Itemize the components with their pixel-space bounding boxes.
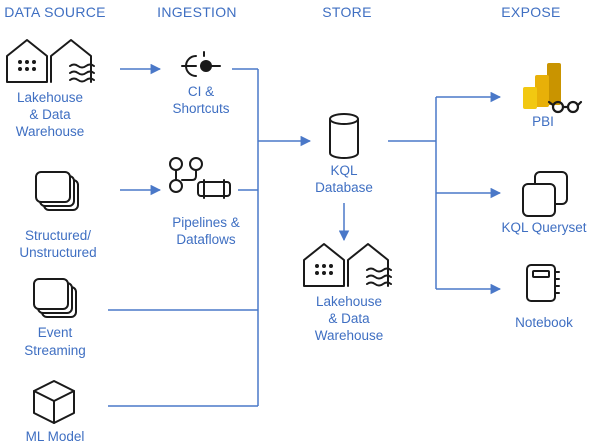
lakehouse-source-label: Lakehouse & Data Warehouse: [16, 90, 85, 139]
kql-queryset-label: KQL Queryset: [501, 220, 586, 235]
stacked-files-icon: [35, 171, 79, 211]
power-bi-icon: [523, 63, 583, 114]
svg-text:Warehouse: Warehouse: [315, 328, 384, 343]
pipelines-dataflows-label: Pipelines & Dataflows: [172, 215, 240, 247]
svg-text:Lakehouse: Lakehouse: [316, 294, 382, 309]
lakehouse-store-label: Lakehouse & Data Warehouse: [315, 294, 384, 343]
svg-text:Pipelines &: Pipelines &: [172, 215, 240, 230]
header-data-source: DATA SOURCE: [4, 4, 106, 20]
pbi-label: PBI: [532, 114, 554, 129]
svg-text:Structured/: Structured/: [25, 228, 91, 243]
structured-source-label: Structured/ Unstructured: [19, 228, 96, 260]
ci-shortcuts-label: CI & Shortcuts: [172, 84, 229, 116]
connectors: [108, 63, 502, 407]
header-ingestion: INGESTION: [157, 4, 237, 20]
svg-text:Event: Event: [38, 325, 73, 340]
svg-text:CI &: CI &: [188, 84, 214, 99]
svg-text:& Data: & Data: [29, 107, 71, 122]
header-expose: EXPOSE: [501, 4, 560, 20]
svg-text:& Data: & Data: [328, 311, 370, 326]
shortcut-plug-icon: [181, 51, 221, 77]
svg-text:Streaming: Streaming: [24, 343, 86, 358]
event-source-label: Event Streaming: [24, 325, 86, 358]
svg-text:Warehouse: Warehouse: [16, 124, 85, 139]
database-cylinder-icon: [329, 113, 359, 159]
kql-queryset-icon: [522, 171, 568, 217]
lakehouse-warehouse-store-icon: [303, 243, 392, 287]
svg-text:Dataflows: Dataflows: [176, 232, 236, 247]
cube-icon: [33, 380, 75, 424]
event-stream-icon: [33, 278, 77, 318]
svg-text:Database: Database: [315, 180, 373, 195]
svg-text:KQL: KQL: [330, 163, 358, 178]
svg-text:Lakehouse: Lakehouse: [17, 90, 83, 105]
kql-database-label: KQL Database: [315, 163, 373, 195]
svg-text:Shortcuts: Shortcuts: [172, 101, 229, 116]
pipeline-icon: [169, 157, 231, 199]
ml-model-label: ML Model: [26, 429, 85, 444]
lakehouse-warehouse-icon: [6, 39, 95, 83]
svg-text:Unstructured: Unstructured: [19, 245, 96, 260]
notebook-icon: [526, 264, 560, 302]
notebook-label: Notebook: [515, 315, 573, 330]
header-store: STORE: [322, 4, 371, 20]
